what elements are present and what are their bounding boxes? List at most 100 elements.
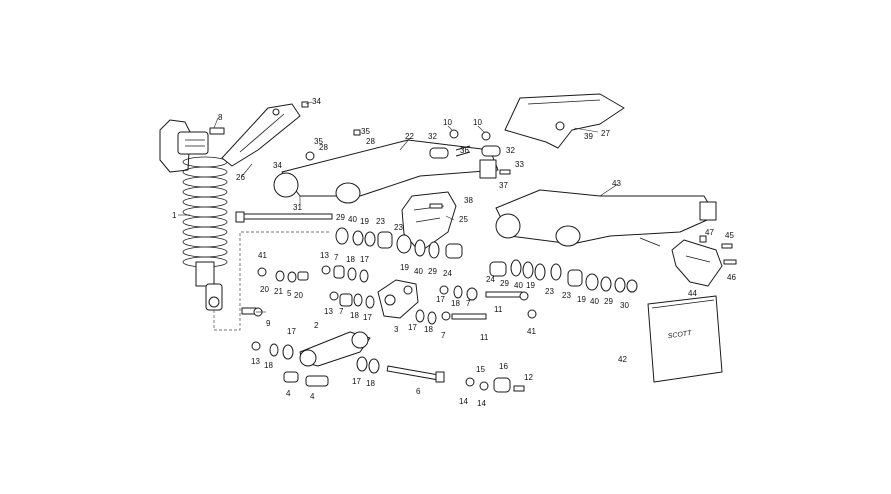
- callout-36: 36: [460, 146, 469, 155]
- callout-17b: 17: [363, 313, 372, 322]
- callout-13a: 13: [320, 251, 329, 260]
- lower-bolt: [386, 365, 525, 393]
- chain-guide: [671, 239, 723, 287]
- callout-9: 9: [266, 319, 271, 328]
- callout-7a: 7: [334, 253, 339, 262]
- callout-35b: 35: [361, 127, 370, 136]
- callout-25: 25: [459, 215, 468, 224]
- callout-8: 8: [218, 113, 223, 122]
- bearing-row-upper: [335, 227, 638, 293]
- callout-41b: 41: [527, 327, 536, 336]
- callout-6: 6: [416, 387, 421, 396]
- small-fasteners: [209, 101, 737, 265]
- callout-4a: 4: [286, 389, 291, 398]
- rocker-linkage: [377, 279, 537, 325]
- callout-34b: 34: [273, 161, 282, 170]
- callout-35a: 35: [314, 137, 323, 146]
- callout-16: 16: [499, 362, 508, 371]
- leader-lines: [178, 101, 619, 313]
- swingarm-right: [495, 189, 717, 247]
- callout-28a: 28: [319, 143, 328, 152]
- chain-guard: [504, 93, 625, 149]
- callout-41a: 41: [258, 251, 267, 260]
- callout-14b: 14: [477, 399, 486, 408]
- callout-23a: 23: [376, 217, 385, 226]
- callout-19b: 19: [400, 263, 409, 272]
- callout-19a: 19: [360, 217, 369, 226]
- connecting-rod: [251, 331, 380, 387]
- callout-20b: 20: [294, 291, 303, 300]
- callout-18a: 18: [346, 255, 355, 264]
- callout-12: 12: [524, 373, 533, 382]
- callout-17c: 17: [408, 323, 417, 332]
- callout-40a: 40: [348, 215, 357, 224]
- callout-34a: 34: [312, 97, 321, 106]
- callout-labels: 1 2 3 4 4 5 6 7 7 7 7 8 9 10 10 11 11 12…: [172, 97, 736, 408]
- callout-32b: 32: [506, 146, 515, 155]
- callout-18f: 18: [366, 379, 375, 388]
- callout-31: 31: [293, 203, 302, 212]
- callout-24b: 24: [486, 275, 495, 284]
- callout-5: 5: [287, 289, 292, 298]
- shock-absorber: [159, 119, 330, 331]
- callout-28b: 28: [366, 137, 375, 146]
- callout-1: 1: [172, 211, 177, 220]
- bag-logo: SCOTT: [667, 330, 692, 340]
- callout-30: 30: [620, 301, 629, 310]
- callout-23d: 23: [562, 291, 571, 300]
- callout-17e: 17: [287, 327, 296, 336]
- callout-24a: 24: [443, 269, 452, 278]
- callout-29c: 29: [500, 279, 509, 288]
- callout-29d: 29: [604, 297, 613, 306]
- callout-18c: 18: [424, 325, 433, 334]
- callout-26: 26: [236, 173, 245, 182]
- callout-33: 33: [515, 160, 524, 169]
- callout-29a: 29: [336, 213, 345, 222]
- callout-3: 3: [394, 325, 399, 334]
- callout-47: 47: [705, 228, 714, 237]
- callout-40c: 40: [514, 281, 523, 290]
- callout-40d: 40: [590, 297, 599, 306]
- callout-23c: 23: [545, 287, 554, 296]
- callout-29b: 29: [428, 267, 437, 276]
- upper-bracket: [221, 103, 301, 167]
- callout-32a: 32: [428, 132, 437, 141]
- callout-10b: 10: [473, 118, 482, 127]
- callout-19d: 19: [577, 295, 586, 304]
- callout-27: 27: [601, 129, 610, 138]
- callout-13c: 13: [251, 357, 260, 366]
- callout-7b: 7: [339, 307, 344, 316]
- callout-39: 39: [584, 132, 593, 141]
- parts-bag: SCOTT: [647, 295, 723, 383]
- callout-2: 2: [314, 321, 319, 330]
- callout-17d: 17: [436, 295, 445, 304]
- callout-40b: 40: [414, 267, 423, 276]
- callout-46: 46: [727, 273, 736, 282]
- callout-18e: 18: [264, 361, 273, 370]
- callout-38: 38: [464, 196, 473, 205]
- callout-15: 15: [476, 365, 485, 374]
- callout-4b: 4: [310, 392, 315, 401]
- callout-21: 21: [274, 287, 283, 296]
- callout-18b: 18: [350, 311, 359, 320]
- callout-42: 42: [618, 355, 627, 364]
- callout-43: 43: [612, 179, 621, 188]
- callout-13b: 13: [324, 307, 333, 316]
- callout-17f: 17: [352, 377, 361, 386]
- callout-11b: 11: [494, 305, 503, 314]
- callout-7c: 7: [441, 331, 446, 340]
- callout-45: 45: [725, 231, 734, 240]
- callout-14a: 14: [459, 397, 468, 406]
- callout-11a: 11: [480, 333, 489, 342]
- swingarm-pivot-bolt: [235, 211, 333, 223]
- callout-18d: 18: [451, 299, 460, 308]
- callout-20a: 20: [260, 285, 269, 294]
- callout-23b: 23: [394, 223, 403, 232]
- callout-19c: 19: [526, 281, 535, 290]
- callout-22: 22: [405, 132, 414, 141]
- callout-7d: 7: [466, 299, 471, 308]
- callout-10a: 10: [443, 118, 452, 127]
- callout-37: 37: [499, 181, 508, 190]
- callout-17a: 17: [360, 255, 369, 264]
